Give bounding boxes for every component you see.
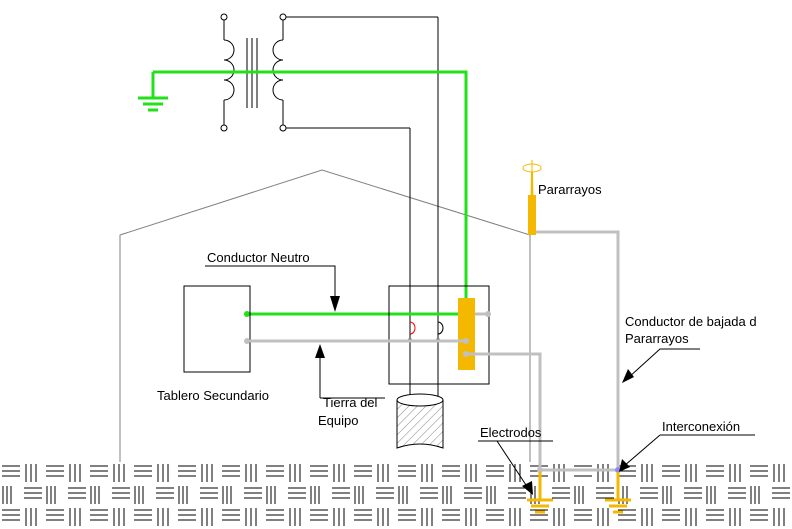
breakers <box>408 321 444 400</box>
neutral-junction <box>244 311 250 317</box>
lightning-rod <box>522 160 542 235</box>
ground-bus-bar <box>458 298 475 370</box>
label-tierra-equipo-1: Tierra del <box>323 395 378 410</box>
label-conductor-neutro: Conductor Neutro <box>207 250 310 265</box>
equipment-ground-junction <box>244 338 250 344</box>
green-ground-conductor <box>153 70 468 314</box>
electrode-right <box>605 472 631 514</box>
label-pararrayos: Pararrayos <box>538 182 602 197</box>
leaders <box>205 265 755 489</box>
equipment-cylinder <box>396 393 444 449</box>
gray-conductors <box>247 230 620 472</box>
tablero-principal <box>388 285 490 385</box>
label-interconexion: Interconexión <box>662 419 740 434</box>
label-tablero-secundario: Tablero Secundario <box>157 388 269 403</box>
bar-ground-junction-2 <box>463 351 469 357</box>
bar-ground-junction <box>463 338 469 344</box>
ground-soil <box>0 462 792 529</box>
label-conductor-bajada-2: Pararrayos <box>625 331 689 346</box>
label-conductor-bajada-1: Conductor de bajada d <box>625 314 757 329</box>
transformer-ground-symbol <box>138 72 168 112</box>
arrowheads <box>315 296 634 495</box>
label-electrodos: Electrodos <box>480 425 542 440</box>
building-outline <box>119 169 531 462</box>
electrode-left <box>527 472 553 514</box>
bar-terminal <box>485 311 491 317</box>
transformer <box>220 13 439 344</box>
tablero-secundario <box>183 285 251 373</box>
label-tierra-equipo-2: Equipo <box>318 413 358 428</box>
electrode-junction <box>537 467 543 473</box>
